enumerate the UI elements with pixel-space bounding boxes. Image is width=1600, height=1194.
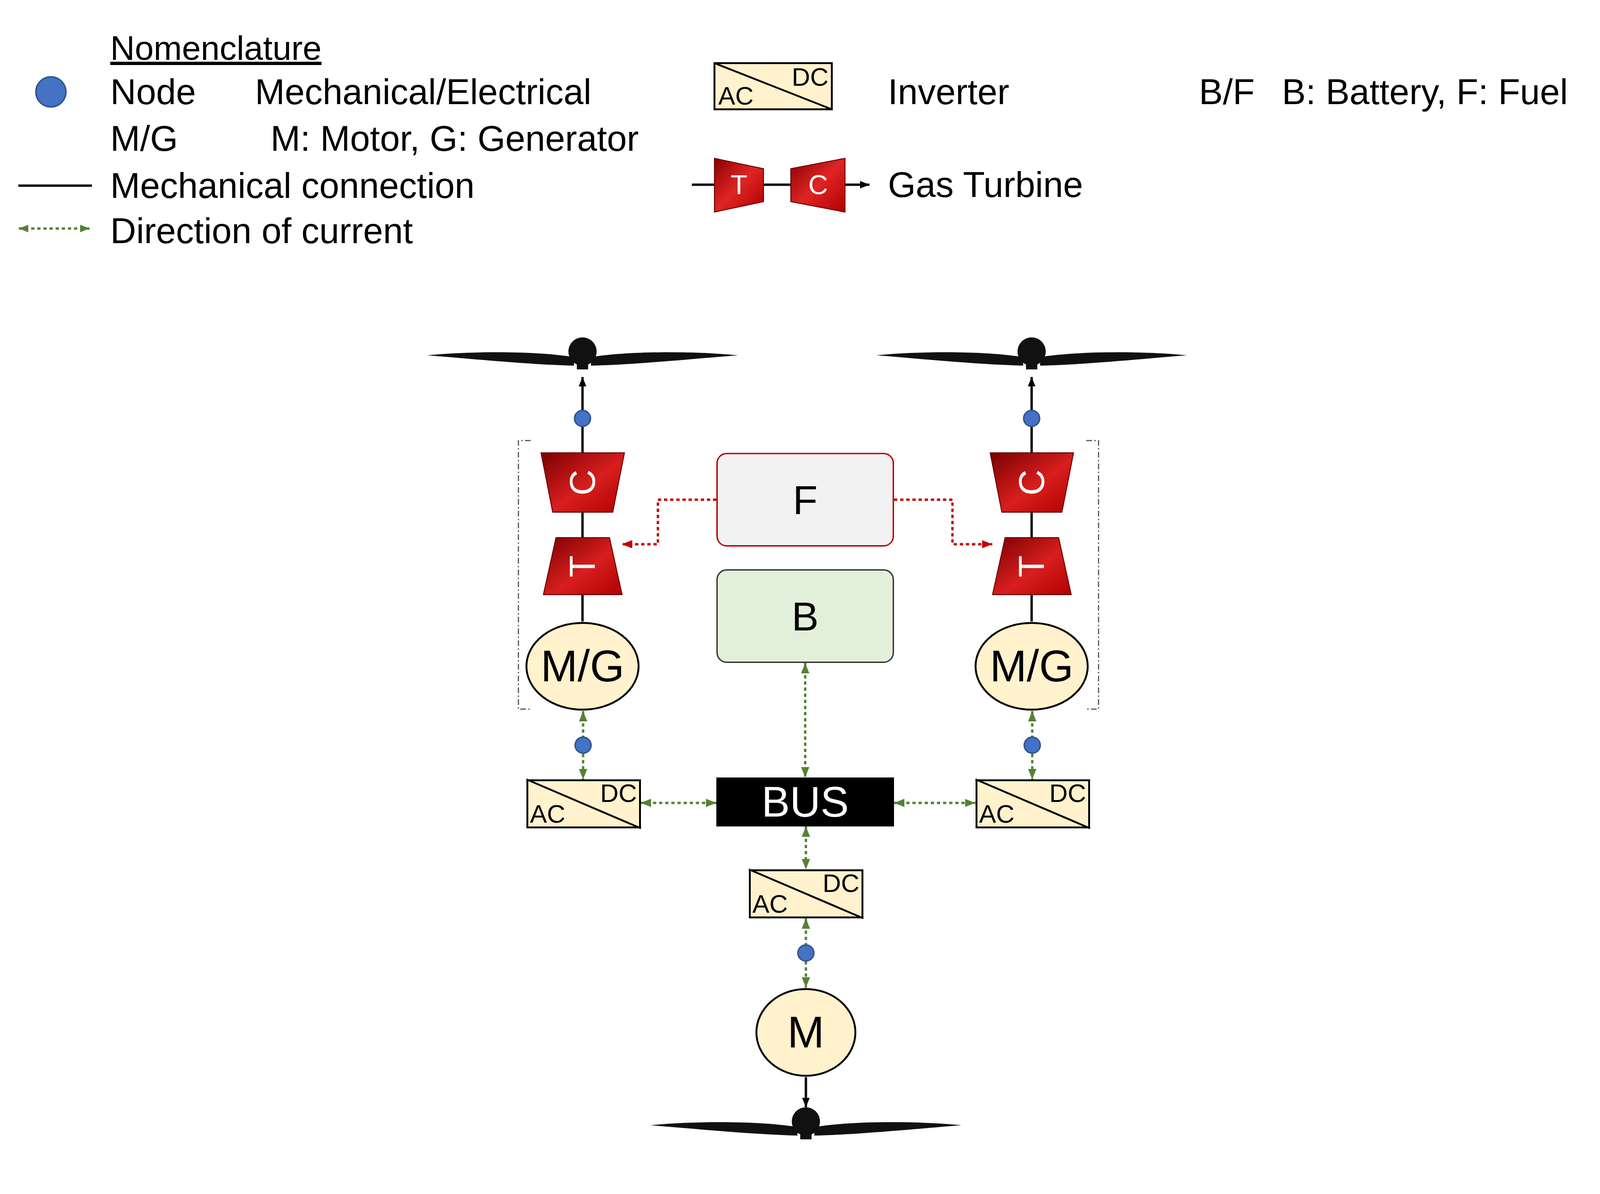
compressor-icon-text: C (808, 171, 829, 199)
battery-box: B (716, 569, 895, 664)
abbreviation: B/F (1198, 73, 1255, 110)
mechanical-shaft (581, 594, 584, 622)
current-line (804, 663, 807, 778)
legend-item: Gas Turbine (887, 166, 1084, 203)
legend-text: Direction of current (110, 213, 413, 249)
shaft-arrow (804, 1077, 808, 1108)
node-dot (797, 945, 814, 962)
node-dot (574, 410, 591, 427)
current-arrow-sample (18, 227, 90, 230)
node-dot (574, 737, 591, 754)
machine-circle (975, 623, 1088, 710)
propeller (650, 1107, 962, 1140)
legend-heading: Nomenclature (110, 31, 322, 66)
dc-label: DC (1049, 780, 1087, 806)
compressor: C (990, 452, 1074, 513)
turbine: T (992, 537, 1072, 595)
node-label: T (564, 555, 601, 577)
abbreviation: M/G (110, 120, 179, 157)
node-dot (1023, 410, 1040, 427)
bus-bar: BUS (716, 777, 895, 827)
legend-item: Mechanical connection (110, 167, 475, 204)
dc-label: DC (600, 780, 638, 806)
node-label: F (792, 479, 818, 521)
mechanical-line-sample (18, 184, 92, 188)
inverter-icon-text: DC (791, 64, 829, 90)
propeller (426, 337, 739, 370)
propeller (876, 337, 1188, 370)
ac-label: AC (979, 801, 1015, 827)
inverter-icon-text: AC (718, 82, 754, 109)
legend-text: Gas Turbine (887, 166, 1084, 203)
compressor-shape (541, 452, 625, 513)
legend-term: M: Motor, G: Generator (270, 120, 639, 157)
current-line (640, 802, 717, 805)
mechanical-shaft (1030, 512, 1034, 538)
turbine-shape (992, 537, 1072, 595)
inverter: AC DC (975, 779, 1091, 829)
legend-term: Mechanical/Electrical (254, 73, 592, 110)
ac-label: AC (752, 891, 788, 917)
motor: M (754, 987, 857, 1078)
compressor: C (541, 452, 625, 513)
motor-generator: M/G (974, 621, 1090, 712)
gas-turbine-symbol (691, 158, 870, 213)
fuel-line (894, 500, 993, 545)
node-label: B (791, 596, 819, 637)
inverter-symbol (714, 63, 832, 110)
legend-text: Inverter (887, 73, 1010, 110)
node-label: C (564, 469, 601, 496)
inverter: AC DC (526, 779, 641, 829)
machine-circle (526, 623, 639, 710)
inverter-diagonal (526, 779, 641, 829)
node-dot (1024, 737, 1041, 754)
dc-label: DC (822, 870, 860, 896)
current-line (894, 802, 976, 805)
node-label: M/G (989, 644, 1074, 689)
fuel-line (622, 500, 717, 545)
turbine-icon-text: T (730, 171, 747, 199)
node-label: M (787, 1010, 825, 1055)
mechanical-shaft (1030, 594, 1034, 622)
inverter-diagonal (748, 869, 864, 919)
node-label: M/G (540, 644, 625, 689)
inverter: AC DC (748, 869, 864, 919)
legend-item: Direction of current (110, 213, 413, 249)
node-symbol (35, 76, 66, 107)
node-label: C (1013, 469, 1050, 496)
legend-item: Node (110, 73, 197, 110)
node-label: T (1013, 555, 1050, 577)
inverter-diagonal (975, 779, 1091, 829)
machine-circle (756, 989, 856, 1076)
legend-text: Mechanical connection (110, 167, 475, 204)
motor-generator: M/G (525, 621, 640, 712)
mechanical-shaft (581, 512, 584, 538)
legend-item: Inverter (887, 73, 1010, 110)
current-line (804, 826, 808, 870)
legend-term: B: Battery, F: Fuel (1281, 73, 1568, 110)
turbine-shape (543, 537, 623, 595)
legend-text: Node (110, 73, 197, 110)
turbine: T (543, 537, 623, 595)
node-label: BUS (761, 780, 849, 824)
fuel-box: F (716, 452, 895, 547)
compressor-shape (990, 452, 1074, 513)
ac-label: AC (530, 801, 566, 827)
